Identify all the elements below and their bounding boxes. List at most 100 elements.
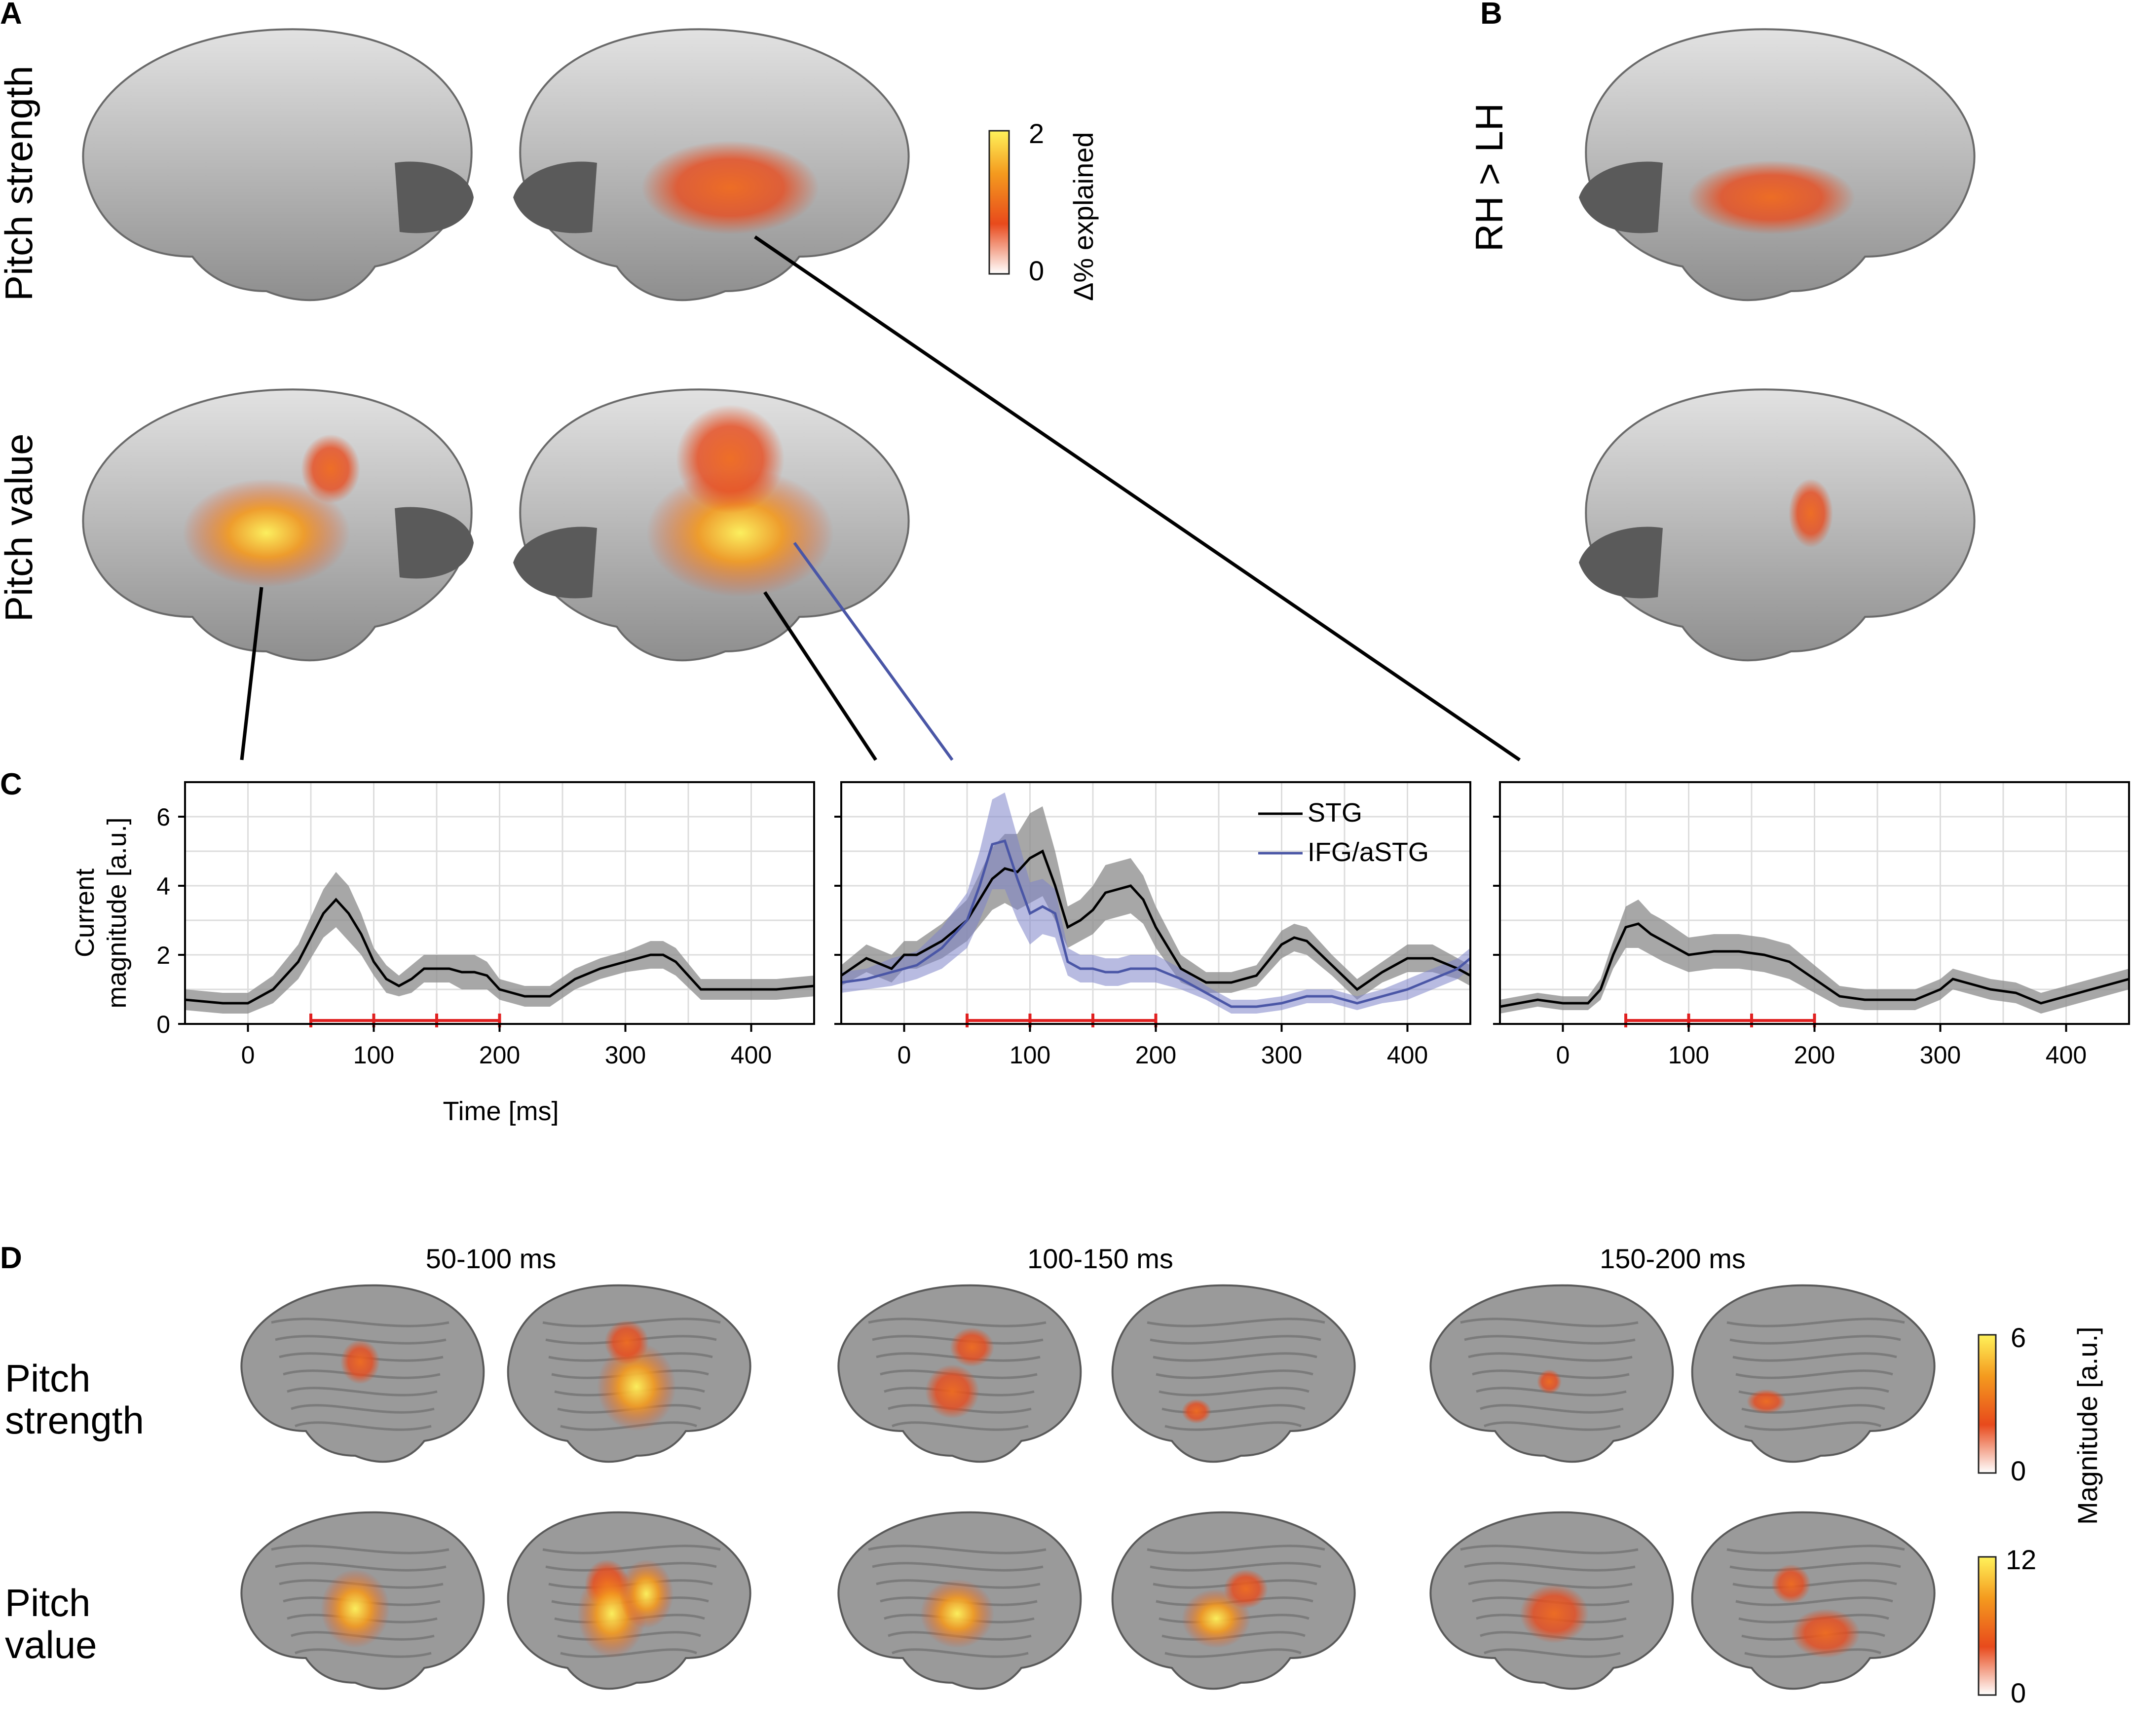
- d-brain-sulcus: [271, 1545, 449, 1554]
- series-line-0: [1499, 922, 2130, 1008]
- colorbar-min: 0: [1029, 255, 1044, 286]
- x-tick-label: 0: [898, 1041, 911, 1069]
- d-brain-sulcus: [1744, 1421, 1881, 1431]
- d-window-1: 50-100 ms: [426, 1243, 557, 1274]
- d-brain-sulcus: [868, 1545, 1047, 1554]
- connector-line: [763, 591, 877, 761]
- d-brain-sulcus: [542, 1545, 721, 1554]
- panel-label-c: C: [0, 767, 22, 801]
- d-brain-2-0: [837, 1284, 1082, 1463]
- d-cbar-strength-max: 6: [2011, 1322, 2026, 1353]
- activation-blob: [340, 1340, 380, 1384]
- connector-line: [793, 542, 954, 761]
- activation-blob: [321, 1569, 390, 1648]
- d-brain-5-0: [1691, 1284, 1936, 1463]
- d-brain-sulcus: [295, 1421, 432, 1431]
- brain-b-value: [1579, 388, 1976, 662]
- d-brain-1-0: [507, 1284, 751, 1463]
- d-brain-sulcus: [1468, 1579, 1633, 1589]
- activation-blob: [597, 1342, 676, 1431]
- d-brain-surface: [1691, 1284, 1936, 1463]
- panel-label-a: A: [0, 0, 22, 31]
- panel-b-row-label: RH > LH: [1467, 103, 1511, 252]
- x-tick-label: 300: [1920, 1041, 1961, 1069]
- d-row-value-2: value: [5, 1623, 97, 1666]
- d-brain-sulcus: [1460, 1318, 1639, 1327]
- d-brain-sulcus: [1164, 1421, 1302, 1431]
- colorbar-max: 2: [1029, 118, 1044, 149]
- x-tick-label: 0: [1556, 1041, 1570, 1069]
- c-ylabel-line1: Current: [70, 868, 100, 957]
- c-xlabel: Time [ms]: [443, 1096, 559, 1126]
- activation-blob: [1687, 160, 1855, 234]
- brain-a-strength-rh: [513, 28, 910, 302]
- d-brain-sulcus: [1468, 1352, 1633, 1362]
- d-brain-sulcus: [291, 1404, 435, 1414]
- d-brain-sulcus: [1480, 1404, 1624, 1414]
- activation-blob: [1747, 1389, 1786, 1414]
- activation-blob: [920, 1579, 994, 1648]
- c-ylabel-line2: magnitude [a.u.]: [102, 817, 132, 1008]
- series-line-1: [841, 839, 1471, 1008]
- d-brain-3-0: [1111, 1284, 1356, 1463]
- d-brain-sulcus: [1164, 1648, 1302, 1658]
- x-tick-label: 300: [1261, 1041, 1302, 1069]
- d-brain-sulcus: [275, 1335, 447, 1345]
- series-band-1: [841, 793, 1470, 1014]
- activation-blob: [619, 1559, 673, 1628]
- x-tick-label: 400: [731, 1041, 772, 1069]
- d-brain-sulcus: [1150, 1335, 1321, 1345]
- y-tick-label: 4: [156, 872, 170, 900]
- d-brain-sulcus: [892, 1421, 1029, 1431]
- d-brain-sulcus: [1153, 1352, 1317, 1362]
- x-tick-label: 100: [1010, 1041, 1050, 1069]
- d-brain-sulcus: [1726, 1545, 1905, 1554]
- d-brain-2-1: [837, 1511, 1082, 1690]
- panel-a-row-label-value: Pitch value: [0, 433, 40, 622]
- activation-blob: [646, 469, 834, 597]
- activation-blob: [676, 405, 785, 513]
- activation-blob: [641, 141, 819, 234]
- d-row-value-1: Pitch: [5, 1581, 90, 1624]
- d-brain-3-1: [1111, 1511, 1356, 1690]
- activation-blob: [604, 1320, 649, 1364]
- x-tick-label: 100: [353, 1041, 394, 1069]
- d-brain-4-1: [1429, 1511, 1674, 1690]
- d-window-2: 100-150 ms: [1027, 1243, 1173, 1274]
- x-tick-label: 200: [479, 1041, 520, 1069]
- activation-blob: [925, 1364, 979, 1419]
- y-tick-label: 6: [156, 803, 170, 831]
- connector-lines: [240, 235, 1521, 761]
- x-tick-label: 100: [1668, 1041, 1709, 1069]
- d-brain-sulcus: [1159, 1387, 1309, 1396]
- activation-blob: [1537, 1369, 1562, 1394]
- activation-blob: [183, 479, 350, 587]
- brain-a-value-rh: [513, 388, 910, 662]
- d-brain-sulcus: [1735, 1369, 1893, 1379]
- d-brain-sulcus: [1735, 1596, 1893, 1606]
- activation-blob: [1771, 1564, 1811, 1604]
- d-brain-sulcus: [1156, 1369, 1313, 1379]
- d-cbar-label: Magnitude [a.u.]: [2072, 1326, 2103, 1525]
- panel-d-brains: [240, 1284, 1936, 1690]
- d-window-3: 150-200 ms: [1600, 1243, 1746, 1274]
- d-brain-sulcus: [1729, 1335, 1901, 1345]
- x-tick-label: 400: [2046, 1041, 2087, 1069]
- series-line-0: [185, 898, 815, 1005]
- d-brain-sulcus: [1161, 1404, 1306, 1414]
- d-brain-sulcus: [560, 1648, 697, 1658]
- d-brain-5-1: [1691, 1511, 1936, 1690]
- brain-b-strength: [1579, 28, 1976, 302]
- legend-label: IFG/aSTG: [1308, 837, 1429, 867]
- activation-blob: [1224, 1569, 1268, 1609]
- x-tick-label: 300: [605, 1041, 646, 1069]
- d-brain-0-0: [240, 1284, 485, 1463]
- panel-label-d: D: [0, 1241, 22, 1275]
- d-cbar-value-min: 0: [2011, 1677, 2026, 1708]
- connector-line: [754, 235, 1521, 761]
